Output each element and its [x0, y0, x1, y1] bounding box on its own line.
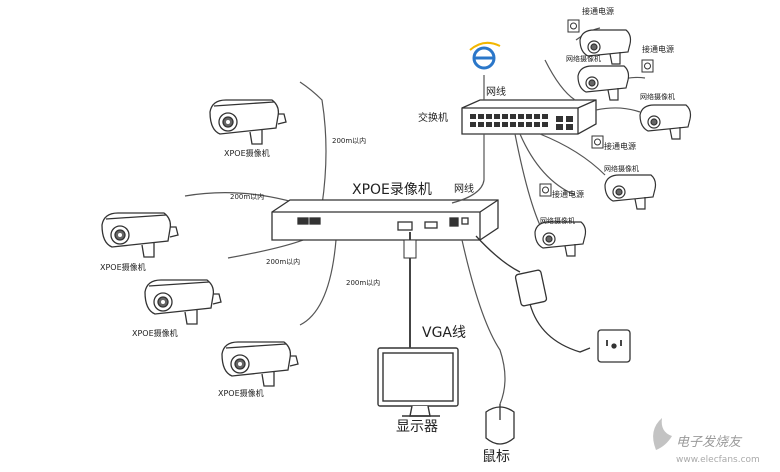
nvr-label: XPOE录像机 [352, 182, 432, 198]
network-camera-5 [534, 221, 587, 257]
switch-label: 交换机 [418, 113, 448, 124]
monitor [377, 347, 459, 417]
xpoe-camera-1 [209, 99, 287, 145]
net-cable-label-nvr: 网线 [454, 184, 474, 195]
distance-label: 200m以内 [266, 258, 301, 266]
power-label: 接通电源 [642, 45, 674, 54]
xpoe-camera-3 [144, 279, 222, 325]
power-label: 接通电源 [552, 190, 584, 199]
distance-label: 200m以内 [230, 193, 265, 201]
network-camera-label: 网络摄像机 [604, 165, 639, 173]
network-camera-label: 网络摄像机 [640, 93, 675, 101]
nvr-box [271, 199, 499, 241]
xpoe-camera-label: XPOE摄像机 [218, 389, 264, 398]
network-camera-4 [604, 174, 657, 210]
power-label: 接通电源 [582, 7, 614, 16]
xpoe-camera-label: XPOE摄像机 [224, 149, 270, 158]
power-label: 接通电源 [604, 142, 636, 151]
internet-icon [469, 41, 501, 70]
mouse-cable [461, 239, 506, 405]
xpoe-camera-4 [221, 341, 299, 387]
wall-socket [597, 329, 631, 363]
xpoe-camera-label: XPOE摄像机 [132, 329, 178, 338]
mouse-label: 鼠标 [482, 449, 510, 465]
network-camera-2 [577, 65, 630, 101]
watermark-logo-icon [653, 418, 672, 450]
network-camera-label: 网络摄像机 [566, 55, 601, 63]
distance-label: 200m以内 [346, 279, 381, 287]
network-cables [451, 27, 646, 236]
vga-connector [403, 239, 417, 259]
distance-label: 200m以内 [332, 137, 367, 145]
watermark-url: www.elecfans.com [676, 455, 760, 465]
monitor-label: 显示器 [396, 419, 438, 435]
net-cable-label-top: 网线 [486, 87, 506, 98]
watermark-logo: 电子发烧友 [676, 435, 742, 450]
xpoe-camera-2 [101, 212, 179, 258]
network-camera-label: 网络摄像机 [540, 217, 575, 225]
network-camera-3 [639, 104, 692, 140]
switch-box [461, 99, 597, 135]
vga-cable-label: VGA线 [422, 325, 467, 341]
power-adapter [475, 235, 591, 353]
xpoe-camera-label: XPOE摄像机 [100, 263, 146, 272]
mouse [485, 404, 515, 445]
